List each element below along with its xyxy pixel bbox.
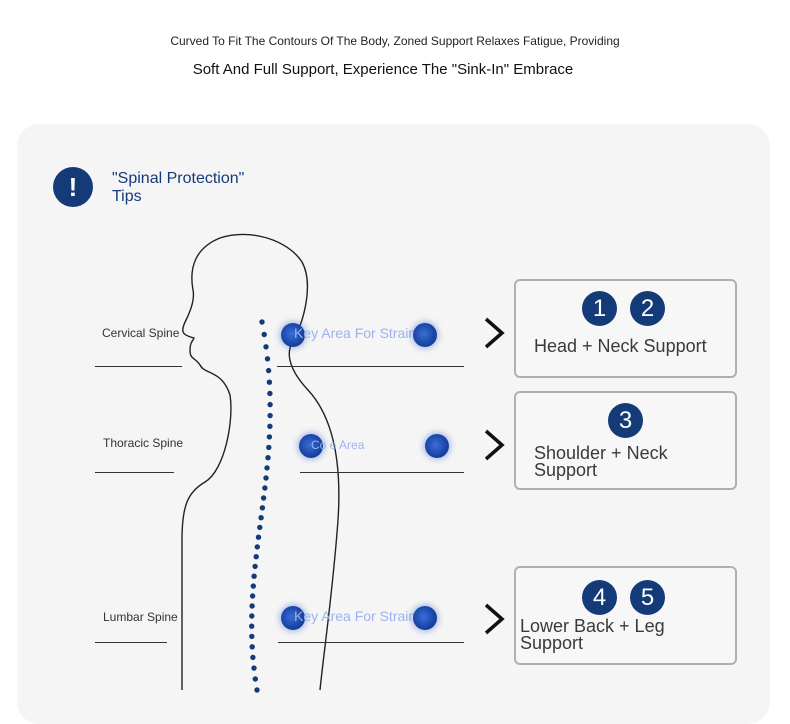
spine-dot: [267, 423, 273, 429]
divider-line: [95, 472, 174, 473]
tip-title-line-2: Tips: [112, 188, 142, 205]
chevron-right-icon: [484, 603, 505, 635]
spine-dot: [267, 412, 273, 419]
divider-line: [95, 642, 167, 643]
divider-line: [278, 642, 464, 643]
spine-dot: [249, 623, 255, 629]
spine-dot: [251, 573, 257, 579]
number-badge: 4: [582, 580, 617, 615]
spine-dot: [252, 563, 258, 570]
body-silhouette-figure: [181, 233, 340, 693]
support-box-head-neck: [514, 279, 737, 378]
spine-dot: [261, 331, 267, 338]
strain-point-marker: [281, 323, 305, 347]
spine-dot: [249, 644, 255, 650]
key-area-label: Key Area For Strain: [294, 608, 417, 624]
spine-dot: [257, 524, 263, 531]
spine-dot: [266, 444, 272, 451]
spine-dot: [265, 455, 271, 461]
strain-point-marker: [413, 606, 437, 630]
header-subtitle-line-2: Soft And Full Support, Experience The "S…: [192, 61, 574, 78]
key-area-label: Co e Area: [311, 438, 365, 452]
spine-dot: [266, 379, 273, 385]
chevron-right-icon: [484, 317, 505, 349]
strain-point-marker: [425, 434, 449, 458]
spine-dot: [264, 465, 270, 471]
spine-dot: [253, 554, 259, 560]
number-badge: 2: [630, 291, 665, 326]
spine-dot: [250, 654, 256, 661]
spine-dot: [262, 485, 268, 491]
divider-line: [277, 366, 464, 367]
support-label: Shoulder + Neck Support: [534, 443, 668, 480]
body-outline: [181, 233, 340, 691]
spine-dot: [254, 687, 260, 693]
support-label: Head + Neck Support: [534, 336, 707, 356]
spine-dot: [251, 665, 257, 671]
spine-dot: [254, 544, 260, 550]
strain-point-marker: [299, 434, 323, 458]
support-label: Lower Back + Leg Support: [520, 616, 665, 653]
header-subtitle-line-1: Curved To Fit The Contours Of The Body, …: [170, 34, 620, 48]
key-area-label: Key Area For Strain: [294, 325, 417, 341]
spine-dot: [265, 367, 272, 374]
spine-label-lumbar: Lumbar Spine: [103, 610, 178, 624]
spine-dot: [263, 475, 269, 481]
tip-title: "Spinal Protection" Tips: [112, 170, 244, 206]
strain-point-marker: [413, 323, 437, 347]
spine-dot: [249, 613, 255, 619]
number-badge: 5: [630, 580, 665, 615]
spine-dot: [267, 390, 273, 397]
support-box-lower-back-leg: [514, 566, 737, 665]
strain-point-marker: [281, 606, 305, 630]
spine-label-thoracic: Thoracic Spine: [103, 436, 184, 450]
spine-dot: [258, 515, 264, 521]
spine-dot: [267, 401, 273, 408]
chevron-right-icon: [484, 429, 505, 461]
divider-line: [300, 472, 464, 473]
spine-dot: [249, 593, 256, 599]
spine-dot: [260, 495, 267, 501]
spine-dot: [249, 633, 255, 640]
spine-dot: [259, 319, 265, 325]
spine-dot: [249, 603, 255, 609]
divider-line: [95, 366, 182, 367]
spine-dot: [266, 434, 273, 440]
spine-label-cervical: Cervical Spine: [102, 326, 180, 340]
exclamation-icon: !: [53, 167, 93, 207]
spine-dots: [249, 319, 273, 693]
spine-dot: [263, 344, 269, 350]
spine-dot: [264, 356, 271, 362]
number-badge: 1: [582, 291, 617, 326]
spine-dot: [252, 676, 258, 682]
spine-dot: [255, 534, 262, 540]
number-badge: 3: [608, 403, 643, 438]
tip-title-line-1: "Spinal Protection": [112, 170, 245, 187]
spine-dot: [259, 505, 266, 511]
spine-dot: [250, 583, 256, 589]
